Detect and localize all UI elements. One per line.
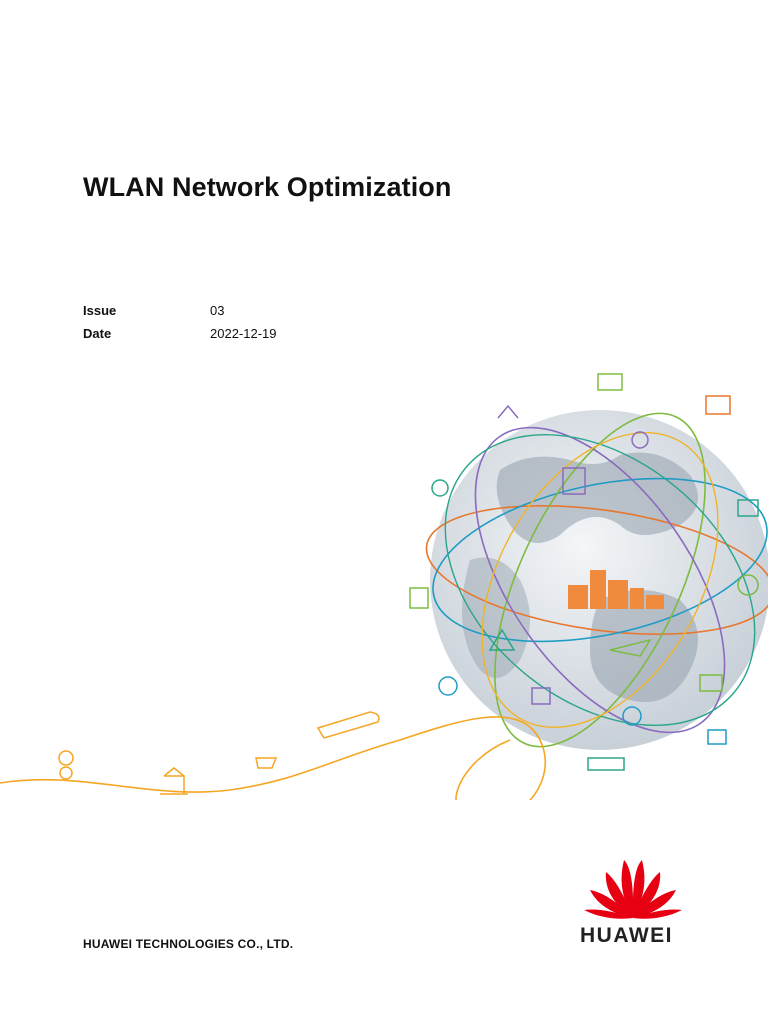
wind-turbine-icon (737, 574, 759, 596)
date-label: Date (83, 326, 112, 341)
orbit-orange (425, 504, 768, 636)
orbit-green (494, 412, 706, 748)
camera-icon (737, 499, 759, 517)
date-value: 2022-12-19 (210, 326, 277, 341)
tree-icon (497, 404, 519, 419)
continent-north (496, 452, 698, 543)
ground-line (0, 716, 546, 800)
factory-icon (699, 674, 723, 692)
document-icon (409, 587, 429, 609)
connected-globe-illustration (0, 373, 768, 800)
orbit-purple (474, 426, 726, 734)
radio-tower-icon (488, 628, 516, 651)
lock-icon (531, 687, 551, 705)
meta-issue-row: Issue 03 (83, 299, 277, 322)
brand-wordmark: HUAWEI (580, 924, 673, 947)
gears-icon (58, 750, 74, 766)
huawei-logo-icon (584, 860, 682, 919)
fuel-pump-icon (562, 467, 586, 495)
bank-icon (160, 767, 188, 795)
chart-icon (705, 395, 731, 415)
issue-value: 03 (210, 303, 225, 318)
orbit-yellow (481, 431, 719, 729)
train-icon (316, 711, 380, 739)
pie-chart-icon (438, 676, 458, 696)
people-icon (431, 479, 449, 497)
document-title: WLAN Network Optimization (83, 172, 452, 202)
issue-label: Issue (83, 303, 117, 318)
airplane-icon (609, 638, 652, 657)
meta-date-row: Date 2022-12-19 (83, 322, 277, 345)
document-meta: Issue 03 Date 2022-12-19 (83, 299, 277, 345)
power-icon (622, 706, 642, 726)
city-icon (568, 570, 664, 609)
cart-icon (255, 757, 278, 769)
company-name: HUAWEI TECHNOLOGIES CO., LTD. (83, 937, 294, 951)
train-car-icon (587, 757, 625, 771)
plug-icon (707, 729, 727, 745)
dollar-icon (597, 373, 623, 391)
family-icon (631, 431, 649, 449)
gears-icon-small (59, 766, 73, 780)
orbit-teal (444, 434, 756, 726)
